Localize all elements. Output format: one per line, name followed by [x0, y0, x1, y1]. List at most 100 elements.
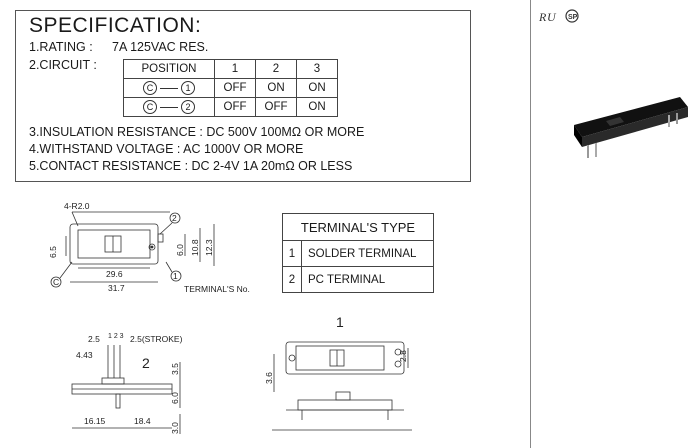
switch-housing [77, 229, 151, 259]
circuit-cell: OFF [255, 97, 297, 117]
terminal-type-table: TERMINAL'S TYPE 1 SOLDER TERMINAL 2 PC T… [282, 213, 434, 293]
switch-actuator [606, 117, 624, 126]
dim-3-0-label: 3.0 [170, 422, 180, 434]
terminal-symbol: 2 [181, 100, 195, 114]
dim-4-43-label: 4.43 [76, 350, 93, 360]
pc-view-number: 1 [336, 314, 344, 330]
switch-body-profile [297, 399, 393, 411]
callout-circle [170, 270, 182, 282]
terminal-hole [394, 348, 402, 356]
dim-31-7-label: 31.7 [108, 283, 125, 293]
circuit-header-cell: POSITION [123, 59, 215, 79]
circuit-cell: ON [296, 97, 338, 117]
circuit-cell: OFF [214, 97, 256, 117]
dim-29-6-label: 29.6 [106, 269, 123, 279]
callout-2-label: 2 [172, 213, 177, 223]
specification-box [15, 10, 471, 182]
svg-text:R: R [538, 10, 547, 24]
terminal-pin [587, 145, 589, 158]
dim-16-15-label: 16.15 [84, 416, 106, 426]
dim-3-6-label: 3.6 [264, 372, 274, 384]
dim-6-0-label: 6.0 [175, 244, 185, 256]
circuit-cell: ON [296, 78, 338, 98]
callout-circle [169, 212, 181, 224]
terminal-symbol: 1 [181, 81, 195, 95]
svg-text:U: U [547, 10, 557, 24]
ul-icon: R U [538, 10, 557, 24]
leader-line [165, 261, 173, 273]
svg-text:SP: SP [568, 14, 578, 21]
connection-line [160, 106, 178, 108]
common-terminal-symbol: C [143, 100, 157, 114]
dim-12-3-label: 12.3 [204, 239, 214, 256]
spec-title: SPECIFICATION: [29, 14, 202, 37]
dim-2-8-label: 2.8 [398, 350, 408, 362]
terminal-hole [148, 243, 156, 251]
circuit-label: 2.CIRCUIT : [29, 58, 97, 72]
circuit-cell: OFF [214, 78, 256, 98]
switch-outline [285, 341, 405, 375]
dim-3-5-label: 3.5 [170, 363, 180, 375]
callout-circle [50, 276, 62, 288]
switch-body-front [582, 107, 688, 147]
terminal-pin [115, 393, 121, 409]
callout-1-label: 1 [173, 271, 178, 281]
terminal-type-header-row: TERMINAL'S TYPE [282, 213, 434, 241]
circuit-header-cell: 1 [214, 59, 256, 79]
product-photo [574, 97, 688, 158]
side-view-number: 2 [142, 355, 150, 371]
leader-line [59, 261, 73, 279]
terminal-type-number: 2 [282, 266, 302, 293]
insulation-resistance: 3.INSULATION RESISTANCE : DC 500V 100MΩ … [29, 125, 365, 139]
circuit-header-cell: 2 [255, 59, 297, 79]
circuit-header-cell: 3 [296, 59, 338, 79]
page-divider [530, 0, 531, 448]
switch-outline [69, 223, 159, 265]
terminal-hole [288, 354, 296, 362]
circuit-header-row: POSITION 1 2 3 [123, 59, 338, 79]
side-view-drawing: 2.5 1 2 3 2.5(STROKE) 4.43 2 3.5 6.0 3.0… [71, 333, 183, 434]
terminal-no-label: TERMINAL'S No. [184, 284, 250, 294]
csa-icon: SP [565, 9, 579, 23]
top-view-drawing: 4-R2.0 2 C 1 6.5 6.0 10.8 12.3 29.6 31.7… [48, 201, 250, 294]
terminal-pin [595, 143, 597, 157]
terminal-hole [394, 360, 402, 368]
actuator-profile [101, 377, 125, 385]
dim-6-0-label: 6.0 [170, 392, 180, 404]
terminal-type-label: PC TERMINAL [301, 266, 434, 293]
common-terminal-symbol: C [143, 81, 157, 95]
dim-18-4-label: 18.4 [134, 416, 151, 426]
rating-label: 1.RATING : [29, 40, 93, 54]
terminal-type-title: TERMINAL'S TYPE [282, 213, 434, 241]
terminal-type-number: 1 [282, 240, 302, 267]
certification-marks: R U SP [538, 9, 579, 24]
stroke-label: 2.5(STROKE) [130, 334, 183, 344]
circuit-cell: ON [255, 78, 297, 98]
terminal-type-row: 2 PC TERMINAL [282, 266, 434, 293]
radius-label: 4-R2.0 [64, 201, 90, 211]
terminal-pin [668, 115, 670, 127]
terminal-pin [676, 113, 678, 124]
leader-line [159, 222, 173, 235]
switch-housing [295, 345, 385, 371]
dim-2-5-label: 2.5 [88, 334, 100, 344]
terminal-type-row: 1 SOLDER TERMINAL [282, 240, 434, 267]
dim-6-5-label: 6.5 [48, 246, 58, 258]
withstand-voltage: 4.WITHSTAND VOLTAGE : AC 1000V OR MORE [29, 142, 304, 156]
terminal-type-label: SOLDER TERMINAL [301, 240, 434, 267]
pc-terminal-drawing: 1 2.8 3.6 [264, 314, 412, 431]
dim-10-8-label: 10.8 [190, 239, 200, 256]
positions-label: 1 2 3 [108, 333, 124, 340]
contact-resistance: 5.CONTACT RESISTANCE : DC 2-4V 1A 20mΩ O… [29, 159, 353, 173]
actuator-profile [335, 391, 351, 401]
terminal-hole-center [150, 245, 154, 249]
callout-c-label: C [53, 277, 59, 287]
rating-value: 7A 125VAC RES. [112, 40, 209, 54]
switch-body-side [574, 125, 582, 147]
switch-body-top [574, 97, 688, 137]
